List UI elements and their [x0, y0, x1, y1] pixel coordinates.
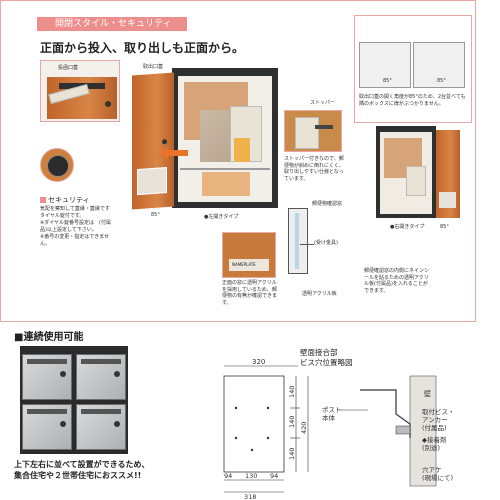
adhesive-label-1: ◆接着剤 — [422, 435, 447, 444]
post-body-label-1: ポスト — [322, 406, 342, 414]
screw-hole — [266, 406, 270, 410]
screw-hole — [266, 436, 270, 440]
stopper-label: ストッパー — [310, 100, 336, 106]
envelope-bottom — [202, 172, 250, 196]
drawing-title: 壁面接合部 ビス穴位置略図 — [300, 348, 353, 368]
right-door-window — [439, 192, 456, 208]
dim-140a: 140 — [288, 386, 296, 398]
dial-lock-face — [47, 155, 69, 177]
page-subtitle: 正面から投入、取り出しも正面から。 — [40, 41, 245, 55]
stacked-unit-top-right — [76, 354, 126, 400]
right-letter — [406, 166, 426, 196]
screw-hole — [234, 436, 238, 440]
stopper-letter — [295, 117, 319, 149]
confirm-window-label: 郵便物確認窓 — [312, 201, 343, 207]
main-mailbox-door-left — [132, 72, 174, 210]
continuous-caption-line1: 上下左右に並べて設置ができるため、 — [14, 460, 150, 469]
security-note2: ※番号の変更・指定はできません。 — [40, 234, 110, 247]
side-box-right — [413, 42, 465, 88]
dim-140c: 140 — [288, 448, 296, 460]
postcard-orange — [234, 138, 250, 162]
nameplate-inset: NAMEPLATE — [222, 232, 276, 278]
stopper-pin — [315, 125, 333, 129]
security-bullet — [40, 197, 46, 203]
hole-label-1: 穴アケ — [422, 465, 442, 474]
dim-bottom-130: 130 — [245, 472, 257, 480]
dim-140b: 140 — [288, 416, 296, 428]
open-arrow-icon — [158, 144, 188, 159]
stacked-unit-bottom-left — [22, 404, 72, 450]
security-title: セキュリティ — [48, 196, 90, 204]
mount-plate — [223, 375, 285, 473]
section-header-text: 開閉スタイル・セキュリティ — [55, 19, 172, 29]
continuous-caption-line2: 集合住宅や２世帯住宅におススメ!! — [14, 471, 142, 480]
main-mailbox-body — [172, 68, 278, 208]
dim-420: 420 — [300, 422, 308, 434]
hole-label-2: (現場にて) — [422, 473, 453, 482]
side-by-side-desc: 取出口蓋の開く角度が85°のため、2台並べても隣のボックスに扉がぶつかりません。 — [359, 94, 466, 107]
side-angle-left: 85° — [383, 78, 392, 84]
screw-label-1: 取付ビス・ — [422, 407, 455, 416]
main-angle-label: 85° — [151, 212, 160, 218]
shelf-bar — [180, 168, 270, 170]
security-desc: 気配を察知して蓋縁・蓋縁ですタイヤル錠付です。 — [40, 206, 110, 219]
continuous-title: ■連続使用可能 — [14, 332, 84, 343]
stopper-desc: ストッパー付きなので、郵便物が斜めに倒れにくく、取り出しやすい仕様となっています… — [284, 156, 344, 182]
acrylic-label: 透明アクリル板 — [302, 291, 337, 297]
insert-lid-label: 投函口蓋 — [58, 65, 79, 71]
side-box-left — [359, 42, 411, 88]
screw-label-3: (付属品) — [422, 423, 447, 432]
acrylic-leader — [300, 244, 314, 245]
left-type-label: ●左開きタイプ — [204, 214, 239, 220]
side-by-side-inset: 85° 85° 取出口蓋の開く角度が85°のため、2台並べても隣のボックスに扉が… — [354, 15, 472, 123]
stopper-inset — [284, 110, 342, 152]
screw-label-2: アンカー — [422, 416, 448, 424]
drawing-title-line2: ビス穴位置略図 — [300, 358, 353, 367]
door-confirm-window — [137, 167, 167, 196]
right-mailbox-door — [436, 130, 460, 218]
screw-hole — [250, 448, 254, 452]
dim-bottom-94a: 94 — [224, 472, 232, 480]
nameplate-window: NAMEPLATE — [229, 259, 269, 271]
section-header: 開閉スタイル・セキュリティ — [37, 17, 187, 31]
right-mailbox-body — [376, 126, 436, 218]
screw-hole — [234, 406, 238, 410]
dial-lock-inset — [40, 148, 74, 182]
stacked-mailboxes — [20, 346, 128, 454]
window-cross-section — [288, 208, 308, 274]
dim-top-width: 320 — [252, 358, 265, 366]
side-angle-right: 85° — [437, 78, 446, 84]
stacked-unit-bottom-right — [76, 404, 126, 450]
anchor — [395, 425, 411, 435]
right-type-label: ●右開きタイプ — [390, 224, 425, 230]
right-angle-label: 85° — [440, 224, 449, 230]
security-note1: ※ダイヤル錠番号設定は (付属品)以上設定して下さい。 — [40, 220, 111, 233]
insert-lid-inset: 投函口蓋 — [40, 60, 120, 122]
wall-label: 壁 — [424, 389, 431, 398]
drawing-title-line1: 壁面接合部 — [300, 348, 338, 357]
dim-bottom-318: 318 — [244, 493, 256, 500]
post-body-label-2: 本体 — [322, 413, 336, 422]
takeout-lid-label: 取出口蓋 — [143, 64, 164, 70]
window-acrylic — [295, 213, 299, 269]
mounting-drawing: 320 140 140 140 420 94 130 94 318 ポスト 本体… — [223, 358, 455, 500]
dim-bottom-94b: 94 — [270, 472, 278, 480]
adhesive-label-2: (別途) — [422, 443, 440, 452]
confirm-desc-left: 正面の窓に透明アクリルを採用しているため、郵便物の有無が確認できます。 — [222, 280, 278, 306]
stacked-unit-top-left — [22, 354, 72, 400]
continuous-caption: 上下左右に並べて設置ができるため、 集合住宅や２世帯住宅におススメ!! — [14, 459, 150, 481]
frame-label: (受け金具) — [314, 240, 338, 246]
wall-section — [409, 375, 437, 487]
insert-lid-knob — [105, 101, 111, 107]
nameplate-text: NAMEPLATE — [232, 262, 256, 267]
confirm-desc-right: 郵便確認窓の内側にネインシールを貼るための透明アクリル板(付属品)を入れることが… — [364, 268, 430, 294]
